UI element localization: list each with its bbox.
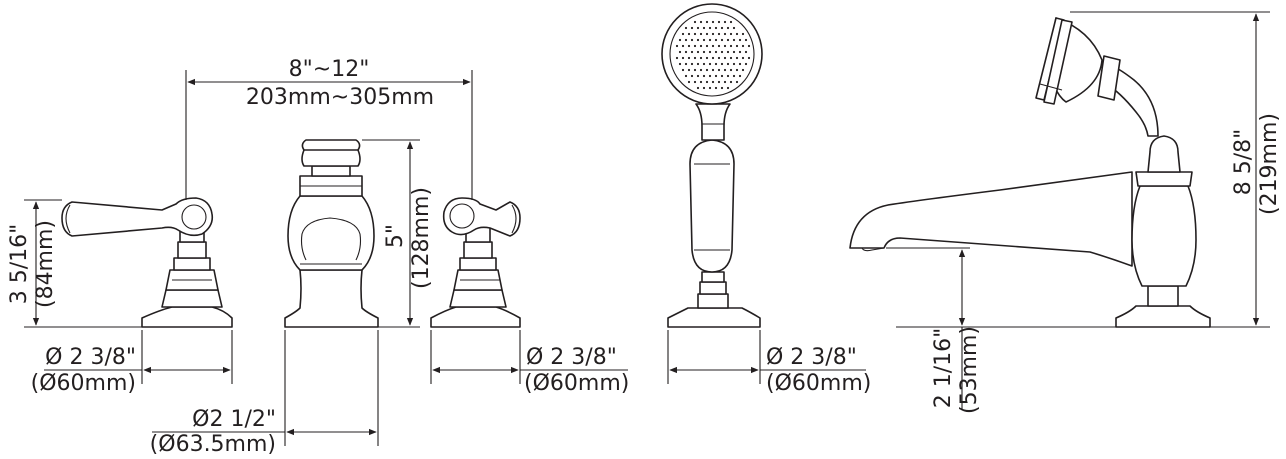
shower-nozzles	[675, 20, 751, 90]
hand-shower-front	[661, 3, 763, 328]
total-height-mm: (219mm)	[1257, 113, 1282, 215]
center-spacing-inches: 8"~12"	[289, 57, 370, 82]
total-height-inches: 8 5/8"	[1231, 129, 1256, 196]
right-base-diameter-mm: (Ø60mm)	[524, 371, 629, 396]
dimension-lines	[24, 11, 1270, 446]
valve-base-diameter-inches: Ø2 1/2"	[192, 407, 276, 432]
left-lever-handle	[61, 197, 233, 328]
right-base-diameter-inches: Ø 2 3/8"	[526, 345, 617, 370]
right-lever-handle	[430, 197, 521, 328]
spout-height-mm: (53mm)	[957, 326, 982, 414]
center-spacing-mm: 203mm~305mm	[246, 85, 434, 110]
valve-height-inches: 5"	[383, 224, 408, 248]
handle-height-mm: (84mm)	[33, 220, 58, 308]
spout-height-inches: 2 1/16"	[931, 328, 956, 409]
diverter-valve	[284, 139, 379, 328]
handle-height-inches: 3 5/16"	[7, 224, 32, 305]
left-base-diameter-mm: (Ø60mm)	[31, 371, 136, 396]
dimension-labels: 8"~12" 203mm~305mm 3 5/16" (84mm) 5" (12…	[7, 57, 1282, 457]
side-view-assembly	[849, 17, 1211, 328]
handshower-base-diameter-inches: Ø 2 3/8"	[766, 345, 857, 370]
left-base-diameter-inches: Ø 2 3/8"	[45, 345, 136, 370]
handshower-base-diameter-mm: (Ø60mm)	[766, 371, 871, 396]
valve-base-diameter-mm: (Ø63.5mm)	[150, 432, 276, 457]
valve-height-mm: (128mm)	[409, 187, 434, 289]
